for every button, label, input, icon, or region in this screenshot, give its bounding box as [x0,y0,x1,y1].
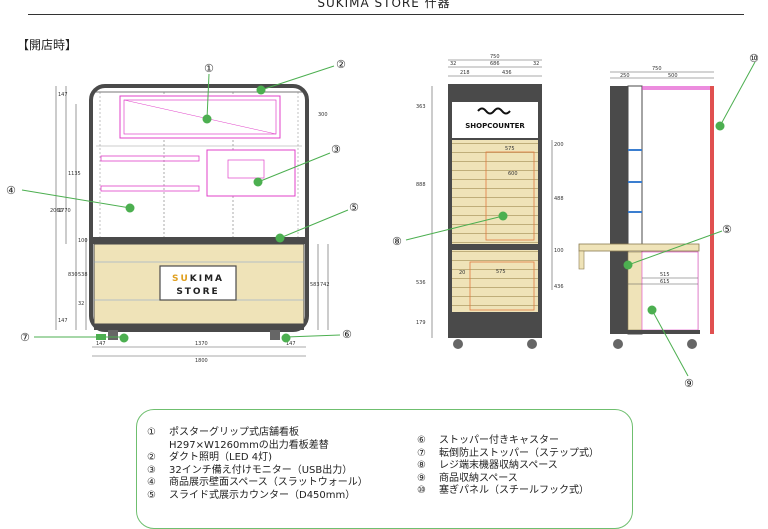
callout-6: ⑥ [342,328,352,341]
dim-mid-750: 750 [490,54,500,60]
callout-labels: ① ② ③ ④ ⑤ ⑥ ⑦ ⑧ ⑤ ⑩ ⑨ [6,52,759,390]
callout-8: ⑧ [392,235,402,248]
callout-2: ② [336,58,346,71]
dim-side-615: 615 [660,279,670,285]
wave-logo-icon [477,107,511,115]
dim-mid-575b: 575 [496,269,506,275]
dim-830: 830 [68,272,78,278]
callouts [21,61,756,377]
callout-10: ⑩ [749,52,759,65]
dim-mid-888: 888 [416,182,426,188]
blind-panel [710,86,714,334]
middle-view: SHOPCOUNTER 750 32 686 32 218 436 363 88… [416,54,564,349]
dim-mid-536: 536 [416,280,426,286]
callout-9: ⑨ [684,377,694,390]
callout-4: ④ [6,184,16,197]
store-sign-line1: SUKIMA [172,274,224,284]
dim-mid-488: 488 [554,196,564,202]
dim-1370: 1370 [195,341,208,347]
caster-left [108,330,118,340]
caster-mid-left [453,339,463,349]
legend-item: H297×W1260mmの出力看板差替 [169,439,329,451]
callout-7: ⑦ [20,331,30,344]
dim-1770: 1770 [58,208,71,214]
slide-counter [578,243,700,252]
fixture-drawing: SUKIMA STORE 147 1135 2060 1770 100 830 … [6,52,759,390]
callout-1: ① [204,62,214,75]
dim-mid-436h: 436 [554,284,564,290]
caster-side-right [687,339,697,349]
dim-side-515: 515 [660,272,670,278]
caster-mid-right [527,339,537,349]
counter-top [92,237,306,244]
slatwall-upper [452,140,538,244]
callout-5-side: ⑤ [722,223,732,236]
dim-side-250: 250 [620,73,630,79]
section-label: 【開店時】 [17,38,78,52]
dim-mid-600: 600 [508,171,518,177]
dim-147-top: 147 [58,92,68,98]
dim-side-500: 500 [668,73,678,79]
monitor-area [206,149,296,197]
dim-100: 100 [78,238,88,244]
slatwall-lower [452,250,538,312]
dim-mid-200: 200 [554,142,564,148]
dim-mid-575: 575 [505,146,515,152]
dim-mid-179: 179 [416,320,426,326]
dim-mid-218: 218 [460,70,470,76]
dim-147-bottom: 147 [58,318,68,324]
dim-583: 583 [310,282,320,288]
callout-5-front: ⑤ [349,201,359,214]
dim-side-750: 750 [652,66,662,72]
dim-mid-436: 436 [502,70,512,76]
dim-147-l: 147 [96,341,106,347]
callout-dots [119,85,725,343]
side-frame [610,86,628,334]
caster-side-left [613,339,623,349]
caster-right [270,330,280,340]
dim-538: 538 [78,272,88,278]
dim-2060: 2060 [50,208,63,214]
store-sign [159,265,237,301]
dim-mid-686: 686 [490,61,500,67]
title-rule [28,14,744,15]
dim-mid-32b: 32 [533,61,539,67]
dim-32: 32 [78,301,84,307]
dim-1135: 1135 [68,171,81,177]
front-view: SUKIMA STORE 147 1135 2060 1770 100 830 … [50,84,330,364]
dim-147-r: 147 [286,341,296,347]
dim-742: 742 [320,282,330,288]
dim-mid-32a: 32 [450,61,456,67]
dim-mid-363: 363 [416,104,426,110]
dim-mid-20: 20 [459,270,465,276]
side-view: 750 250 500 515 615 [578,66,714,349]
dim-300: 300 [318,112,328,118]
shopcounter-label: SHOPCOUNTER [465,122,525,130]
page-title: SUKIMA STORE 什器 [317,0,451,10]
dim-mid-100: 100 [554,248,564,254]
callout-3: ③ [331,143,341,156]
store-sign-line2: STORE [176,287,219,297]
dim-1800: 1800 [195,358,208,364]
